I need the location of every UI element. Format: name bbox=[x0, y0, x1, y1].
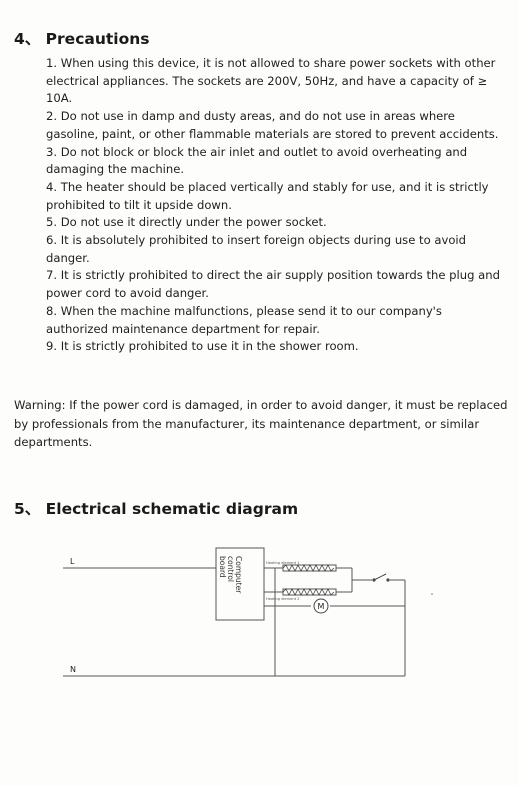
precaution-item-9: 9. It is strictly prohibited to use it i… bbox=[46, 339, 359, 354]
heating-element-1-zigzag bbox=[282, 564, 335, 572]
precaution-item-6: 6. It is absolutely prohibited to insert… bbox=[46, 233, 467, 265]
precaution-item-5: 5. Do not use it directly under the powe… bbox=[46, 215, 327, 230]
board-label-board: board bbox=[218, 556, 227, 578]
computer-control-board bbox=[215, 547, 265, 621]
precaution-item-3: 3. Do not block or block the air inlet a… bbox=[46, 144, 468, 177]
motor-circle bbox=[313, 598, 329, 614]
neutral-label: N bbox=[70, 665, 76, 674]
warning-paragraph: Warning: If the power cord is damaged, i… bbox=[14, 398, 508, 450]
section-5-heading: 5、 Electrical schematic diagram bbox=[14, 500, 299, 518]
heating-element-1-label: Heating element 1 bbox=[266, 561, 299, 565]
precaution-item-2: 2. Do not use in damp and dusty areas, a… bbox=[46, 109, 499, 141]
electrical-schematic-diagram: Computer control board Heating element 1… bbox=[63, 547, 433, 677]
precaution-item-4: 4. The heater should be placed verticall… bbox=[46, 179, 489, 212]
switch-lever bbox=[373, 573, 387, 581]
board-label-computer: Computer bbox=[234, 556, 243, 594]
section-4-heading: 4、 Precautions bbox=[14, 30, 150, 48]
switch-contact-2 bbox=[386, 578, 390, 582]
precaution-item-7: 7. It is strictly prohibited to direct t… bbox=[46, 268, 500, 301]
motor-label: M bbox=[318, 602, 325, 611]
precaution-item-1: 1. When using this device, it is not all… bbox=[46, 56, 496, 106]
precautions-list: 1. When using this device, it is not all… bbox=[46, 55, 506, 356]
board-label-control: control bbox=[226, 556, 235, 582]
stray-mark bbox=[431, 593, 433, 595]
heating-element-2-label: Heating element 2 bbox=[266, 597, 299, 601]
heating-element-2-zigzag bbox=[282, 588, 335, 596]
line-label: L bbox=[70, 557, 75, 566]
precaution-item-8: 8. When the machine malfunctions, please… bbox=[46, 303, 442, 336]
